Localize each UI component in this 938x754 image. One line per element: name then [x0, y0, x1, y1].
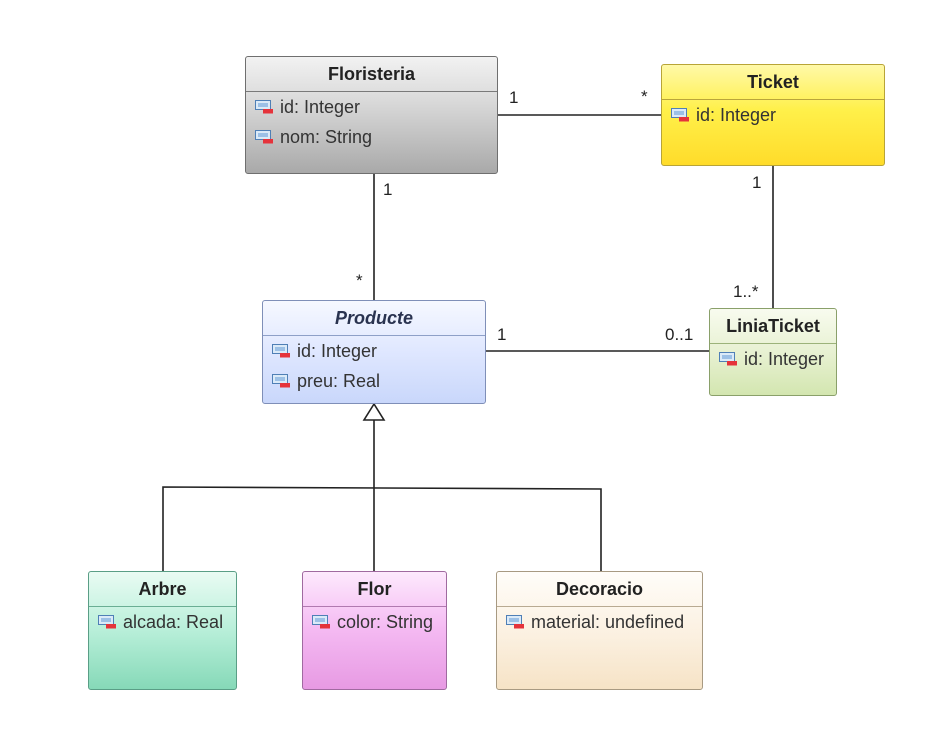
- attribute-label: alcada: Real: [123, 612, 224, 632]
- attribute-icon: [272, 374, 290, 388]
- class-name: Producte: [263, 301, 485, 336]
- attribute-label: nom: String: [280, 127, 373, 147]
- attribute-icon: [671, 108, 689, 122]
- class-producte[interactable]: Producte id: Integer preu: Real: [262, 300, 486, 404]
- attribute-label: id: Integer: [696, 105, 777, 125]
- mult-producte-linia-source: 1: [497, 325, 507, 344]
- attribute-row[interactable]: nom: String: [246, 122, 497, 152]
- attribute-icon: [255, 100, 273, 114]
- class-liniaticket[interactable]: LiniaTicket id: Integer: [709, 308, 837, 396]
- attribute-icon: [506, 615, 524, 629]
- attribute-row[interactable]: material: undefined: [497, 607, 702, 637]
- mult-producte-linia-target: 0..1: [665, 325, 694, 344]
- class-ticket[interactable]: Ticket id: Integer: [661, 64, 885, 166]
- attribute-label: id: Integer: [297, 341, 378, 361]
- mult-floristeria-producte-source: 1: [383, 180, 393, 199]
- attribute-row[interactable]: id: Integer: [710, 344, 836, 374]
- class-name: Decoracio: [497, 572, 702, 607]
- attribute-icon: [719, 352, 737, 366]
- attribute-row[interactable]: alcada: Real: [89, 607, 236, 637]
- class-flor[interactable]: Flor color: String: [302, 571, 447, 690]
- class-decoracio[interactable]: Decoracio material: undefined: [496, 571, 703, 690]
- class-arbre[interactable]: Arbre alcada: Real: [88, 571, 237, 690]
- mult-floristeria-ticket-source: 1: [509, 88, 519, 107]
- mult-ticket-linia-source: 1: [752, 173, 762, 192]
- attribute-label: material: undefined: [531, 612, 685, 632]
- attribute-row[interactable]: color: String: [303, 607, 446, 637]
- attribute-row[interactable]: preu: Real: [263, 366, 485, 396]
- class-name: Flor: [303, 572, 446, 607]
- attribute-label: preu: Real: [297, 371, 381, 391]
- class-floristeria[interactable]: Floristeria id: Integer nom: String: [245, 56, 498, 174]
- mult-floristeria-producte-target: *: [356, 271, 363, 290]
- class-name: LiniaTicket: [710, 309, 836, 344]
- attribute-row[interactable]: id: Integer: [263, 336, 485, 366]
- mult-floristeria-ticket-target: *: [641, 87, 648, 106]
- class-name: Ticket: [662, 65, 884, 100]
- attribute-label: color: String: [337, 612, 434, 632]
- attribute-icon: [98, 615, 116, 629]
- attribute-icon: [272, 344, 290, 358]
- mult-ticket-linia-target: 1..*: [733, 282, 759, 301]
- attribute-label: id: Integer: [280, 97, 361, 117]
- class-name: Floristeria: [246, 57, 497, 92]
- attribute-icon: [255, 130, 273, 144]
- attribute-row[interactable]: id: Integer: [246, 92, 497, 122]
- generalization-connector[interactable]: [162, 420, 602, 571]
- generalization-arrowhead: [362, 402, 386, 421]
- class-name: Arbre: [89, 572, 236, 607]
- attribute-label: id: Integer: [744, 349, 825, 369]
- attribute-icon: [312, 615, 330, 629]
- attribute-row[interactable]: id: Integer: [662, 100, 884, 130]
